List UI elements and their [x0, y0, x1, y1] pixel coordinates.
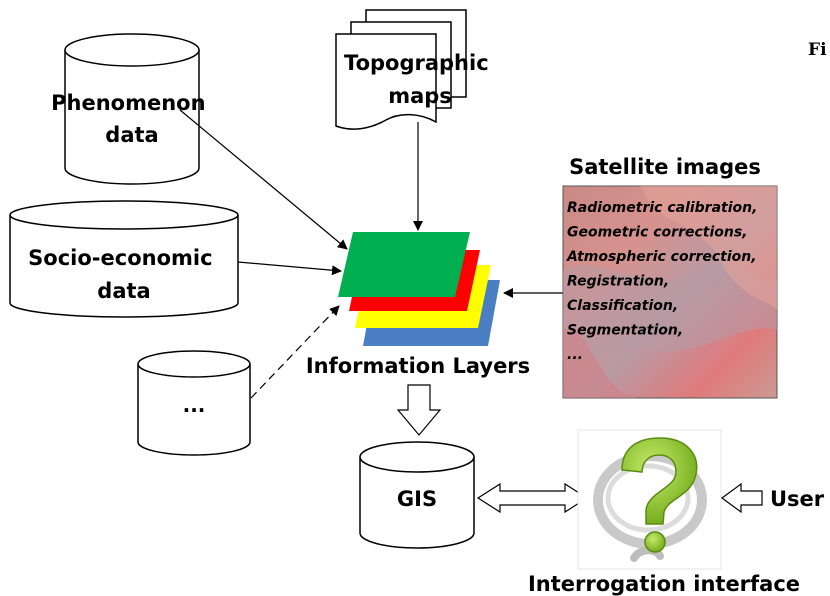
- layer-green: [338, 232, 470, 297]
- satellite-processing-steps: Radiometric calibration, Geometric correc…: [566, 200, 757, 363]
- gis-label: GIS: [397, 487, 437, 511]
- socio-economic-label-2: data: [97, 279, 150, 303]
- socio-economic-label-1: Socio-economic: [28, 246, 212, 270]
- satellite-step-6: ...: [567, 347, 583, 363]
- socio-economic-data-cylinder: Socio-economic data: [9, 200, 239, 318]
- satellite-step-5: Segmentation,: [567, 323, 683, 339]
- interrogation-interface-panel: [577, 429, 722, 570]
- topographic-maps-label-1: Topographic: [344, 51, 489, 75]
- phenomenon-data-cylinder: Phenomenon data: [51, 33, 213, 185]
- other-sources-label: ...: [183, 393, 206, 417]
- satellite-images-title: Satellite images: [569, 155, 761, 179]
- interrogation-interface-label: Interrogation interface: [528, 572, 800, 596]
- satellite-step-2: Atmospheric correction,: [566, 249, 757, 265]
- user-label: User: [770, 487, 825, 511]
- satellite-step-3: Registration,: [567, 274, 669, 290]
- satellite-step-0: Radiometric calibration,: [567, 200, 757, 216]
- topographic-maps-document: Topographic maps: [335, 9, 496, 130]
- svg-text:Topographic maps: Topographic maps: [344, 51, 496, 108]
- phenomenon-data-label-1: Phenomenon: [51, 91, 205, 115]
- svg-text:Phenomenon data: Phenomenon data: [51, 91, 213, 147]
- question-mark-icon: [593, 437, 707, 562]
- satellite-image-panel: [562, 185, 778, 399]
- topographic-maps-label-2: maps: [388, 84, 452, 108]
- information-layers-label: Information Layers: [306, 354, 530, 378]
- satellite-step-1: Geometric corrections,: [567, 225, 748, 241]
- gis-cylinder: GIS: [359, 441, 475, 549]
- arrow-user-to-interface: [720, 482, 763, 514]
- phenomenon-data-label-2: data: [105, 123, 158, 147]
- svg-text:Socio-economic data: Socio-economic data: [28, 246, 220, 303]
- satellite-step-4: Classification,: [567, 298, 678, 314]
- arrow-phenomenon-to-layers: [179, 109, 348, 250]
- other-sources-cylinder: ...: [137, 350, 251, 456]
- arrow-layers-to-gis: [396, 384, 442, 436]
- arrow-socio-economic-to-layers: [237, 261, 342, 276]
- figure-label: Fi: [808, 40, 827, 60]
- information-layers-stack: [338, 232, 500, 346]
- arrow-other-to-layers: [250, 305, 340, 399]
- arrow-gis-interface-bidirectional: [476, 482, 589, 514]
